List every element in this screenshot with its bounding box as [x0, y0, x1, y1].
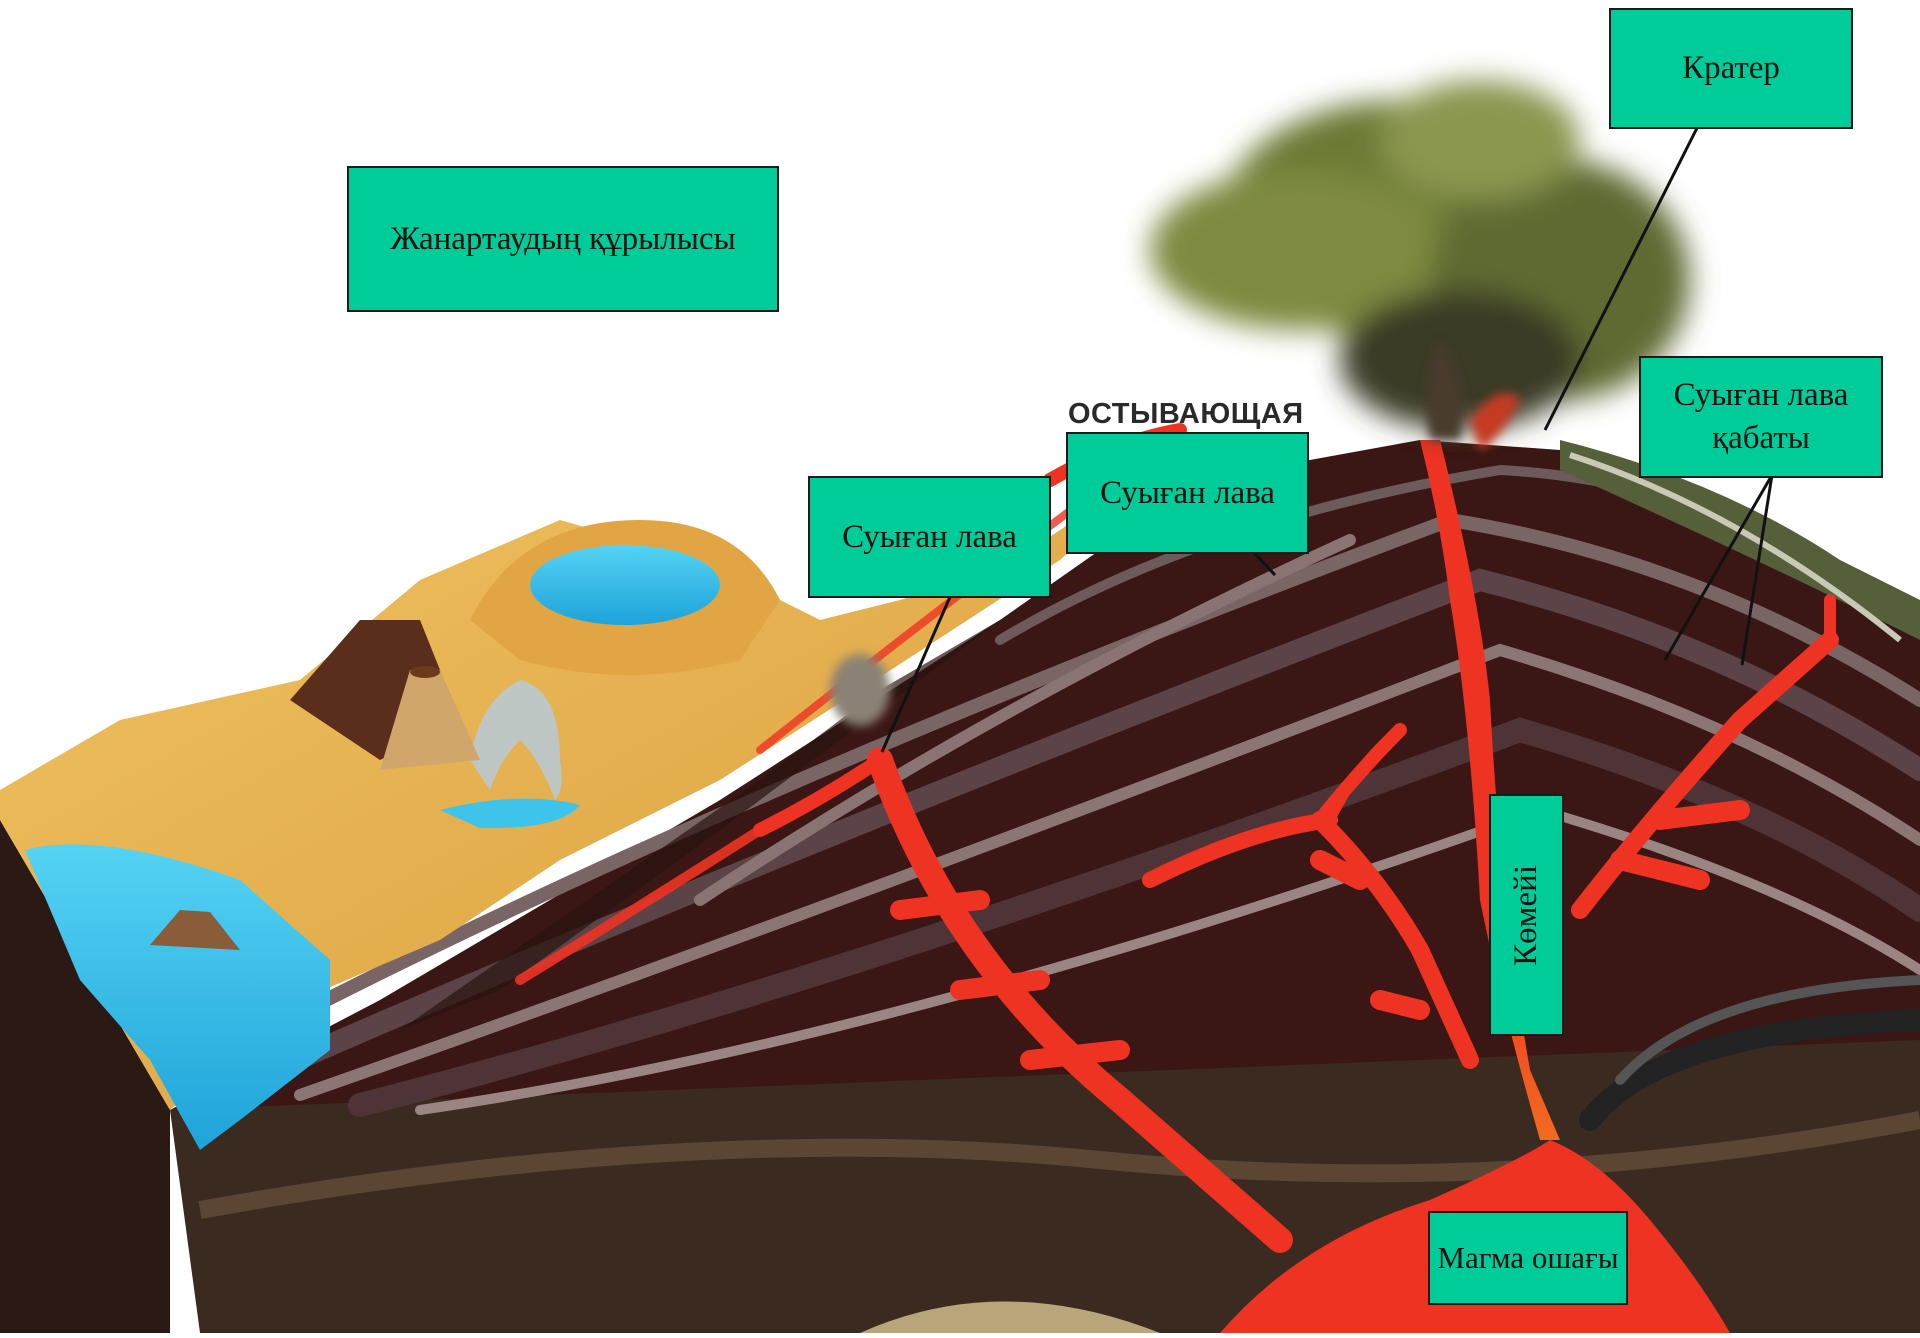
ash-cloud: [1150, 80, 1690, 430]
vent-label-text: Көмейі: [1505, 865, 1548, 966]
cooled-lava-mid-label: Суыған лава: [1066, 432, 1309, 554]
small-cone-crater: [410, 666, 440, 678]
embedded-russian-label: ОСТЫВАЮЩАЯ: [1068, 398, 1304, 431]
vent-label: Көмейі: [1489, 794, 1564, 1036]
crater-lake: [530, 545, 720, 625]
title-label: Жанартаудың құрылысы: [347, 166, 779, 312]
cooled-lava-left-label: Суыған лава: [808, 476, 1051, 598]
crater-label: Кратер: [1609, 8, 1853, 129]
steam-puff: [830, 654, 890, 726]
magma-chamber-label: Магма ошағы: [1428, 1211, 1628, 1305]
cooled-lava-layer-label: Суыған лава қабаты: [1639, 356, 1883, 478]
